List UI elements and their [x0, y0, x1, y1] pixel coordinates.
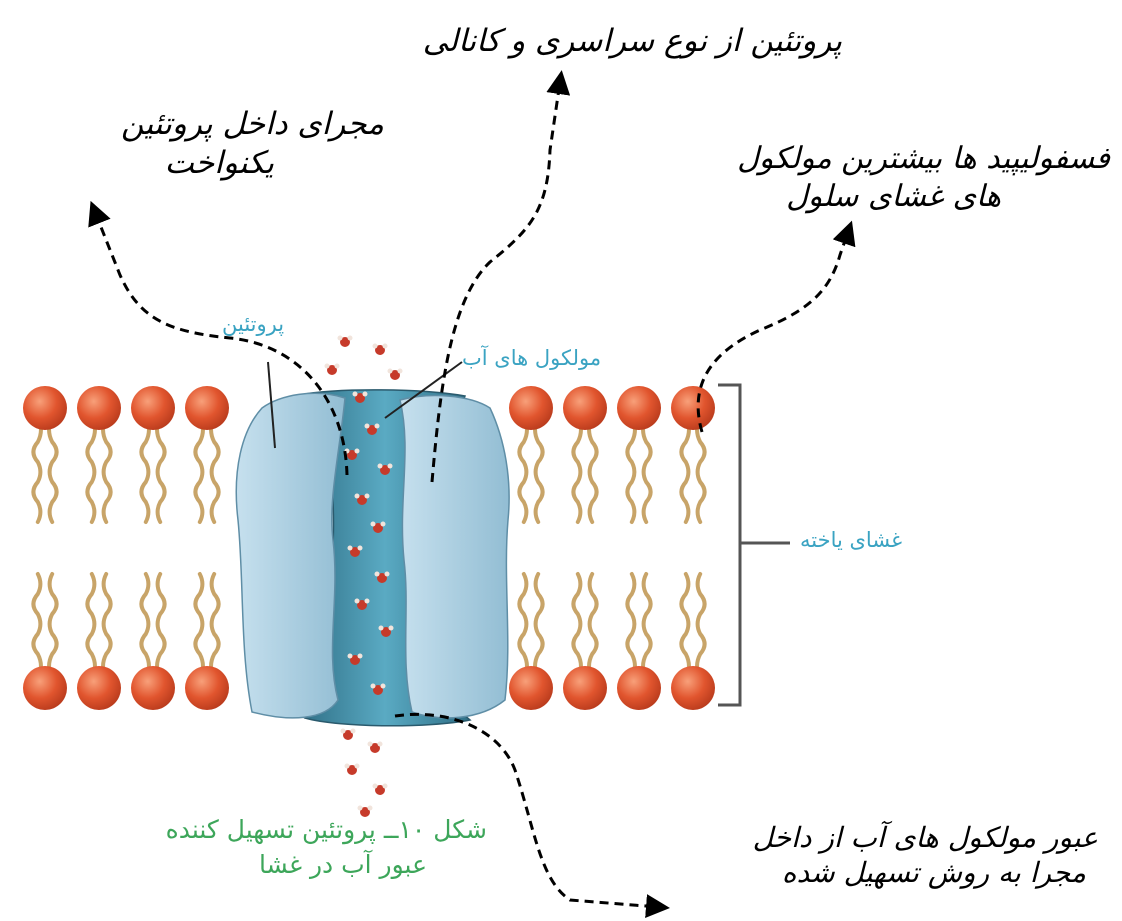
phospholipid-head-bottom	[617, 666, 661, 710]
annotation-phospholipid-line2: های غشای سلول	[737, 178, 1110, 216]
phospholipid-head-top	[185, 386, 229, 430]
label-water-molecules: مولکول های آب	[462, 346, 601, 370]
phospholipid-head-bottom	[563, 666, 607, 710]
phospholipid-head-bottom	[509, 666, 553, 710]
water-molecule	[388, 369, 403, 381]
lipid-tail	[49, 574, 57, 674]
lipid-tail	[573, 574, 581, 674]
protein-left	[236, 393, 345, 718]
lipid-tail	[681, 422, 689, 522]
phospholipid-head-top	[23, 386, 67, 430]
arrow-to-phospholipid	[698, 232, 848, 432]
membrane-bracket	[718, 385, 790, 705]
annotation-protein-channel-line1: مجرای داخل پروتئین	[121, 105, 384, 144]
caption-line1: شکل ۱۰ــ پروتئین تسهیل کننده	[166, 812, 487, 847]
annotation-channel-protein: پروتئین از نوع سراسری و کانالی	[423, 22, 842, 61]
lipid-tail	[573, 422, 581, 522]
lipid-tail	[87, 422, 95, 522]
phospholipid-head-top	[563, 386, 607, 430]
phospholipid-head-bottom	[131, 666, 175, 710]
water-molecule	[373, 784, 388, 796]
label-protein: پروتئین	[222, 312, 284, 336]
phospholipid-head-top	[77, 386, 121, 430]
lipid-tail	[195, 422, 203, 522]
lipid-tail	[643, 574, 651, 674]
lipid-tail	[211, 574, 219, 674]
lipid-tail	[643, 422, 651, 522]
lipid-tail	[157, 422, 165, 522]
lipid-tail	[697, 422, 705, 522]
lipid-tail	[87, 574, 95, 674]
lipid-tail	[697, 574, 705, 674]
lipid-tail	[195, 574, 203, 674]
phospholipid-head-top	[509, 386, 553, 430]
lipid-tail	[103, 574, 111, 674]
water-molecule	[373, 344, 388, 356]
lipid-tail	[103, 422, 111, 522]
lipid-tail	[33, 574, 41, 674]
lipid-tail	[141, 422, 149, 522]
annotation-protein-channel: مجرای داخل پروتئین یکنواخت	[121, 105, 384, 183]
annotation-water-passage-line2: مجرا به روش تسهیل شده	[753, 855, 1098, 890]
lipid-tail	[535, 422, 543, 522]
lipid-tail	[681, 574, 689, 674]
water-molecule	[368, 742, 383, 754]
lipid-tail	[589, 422, 597, 522]
phospholipid-head-top	[617, 386, 661, 430]
protein-right	[400, 396, 509, 718]
lipid-tail	[627, 422, 635, 522]
label-cell-membrane: غشای یاخته	[800, 528, 902, 552]
phospholipid-head-bottom	[185, 666, 229, 710]
lipid-tail	[535, 574, 543, 674]
lipid-tail	[33, 422, 41, 522]
phospholipid-head-bottom	[671, 666, 715, 710]
lipid-tail	[519, 422, 527, 522]
water-molecule	[325, 364, 340, 376]
caption-line2: عبور آب در غشا	[166, 847, 487, 882]
lipid-tail	[141, 574, 149, 674]
phospholipid-head-top	[671, 386, 715, 430]
phospholipid-head-bottom	[23, 666, 67, 710]
phospholipid-head-bottom	[77, 666, 121, 710]
annotation-water-passage-line1: عبور مولکول های آب از داخل	[753, 820, 1098, 855]
lipid-tail	[589, 574, 597, 674]
water-molecule	[341, 729, 356, 741]
water-molecule	[345, 764, 360, 776]
lipid-tail	[49, 422, 57, 522]
lipid-tail	[157, 574, 165, 674]
lipid-tail	[519, 574, 527, 674]
phospholipid-head-top	[131, 386, 175, 430]
lipid-tail	[627, 574, 635, 674]
annotation-water-passage: عبور مولکول های آب از داخل مجرا به روش ت…	[753, 820, 1098, 890]
annotation-protein-channel-line2: یکنواخت	[121, 144, 384, 183]
water-molecule	[338, 336, 353, 348]
annotation-phospholipid: فسفولیپید ها بیشترین مولکول های غشای سلو…	[737, 140, 1110, 215]
lipid-tail	[211, 422, 219, 522]
annotation-phospholipid-line1: فسفولیپید ها بیشترین مولکول	[737, 140, 1110, 178]
figure-caption: شکل ۱۰ــ پروتئین تسهیل کننده عبور آب در …	[166, 812, 487, 882]
